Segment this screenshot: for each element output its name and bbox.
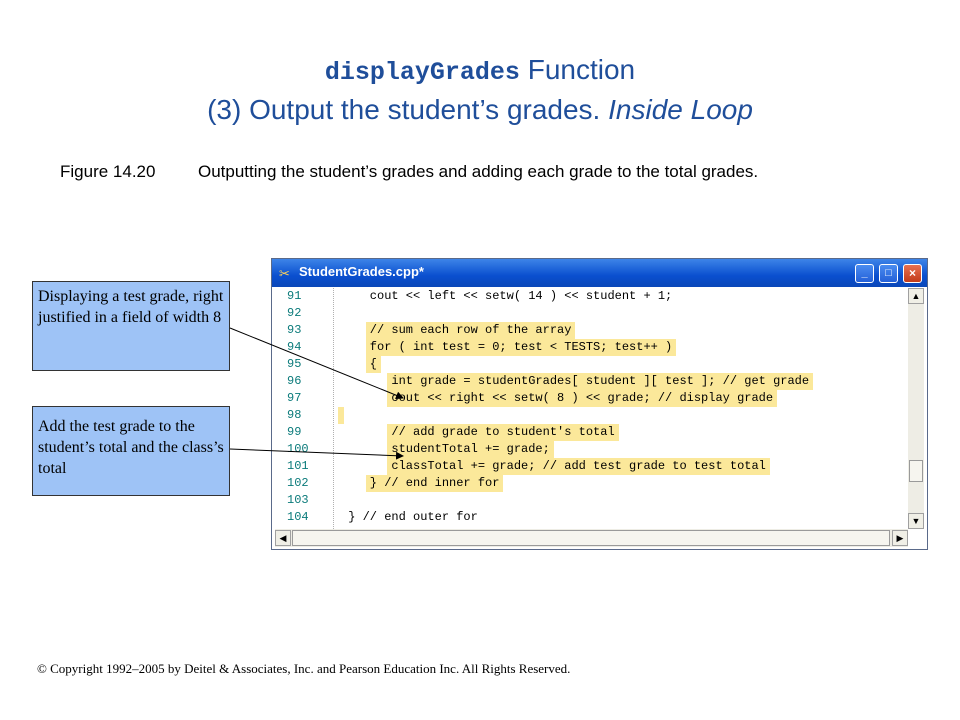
code-highlight (387, 458, 770, 475)
code-line[interactable]: 91 cout << left << setw( 14 ) << student… (275, 288, 908, 305)
line-number: 91 (287, 289, 302, 303)
code-line-text: // sum each row of the array (341, 323, 572, 337)
callout-add-grade: Add the test grade to the student’s tota… (32, 406, 230, 496)
code-line[interactable]: 103 (275, 492, 908, 509)
code-line-text: } // end inner for (341, 476, 500, 490)
code-editor[interactable]: 91 cout << left << setw( 14 ) << student… (275, 288, 908, 529)
minimize-button[interactable]: _ (855, 264, 874, 283)
code-line-text: } // end outer for (341, 510, 478, 524)
scroll-right-arrow-icon[interactable]: ▶ (892, 530, 908, 546)
code-line-text: for ( int test = 0; test < TESTS; test++… (341, 340, 673, 354)
vertical-scroll-thumb[interactable] (909, 460, 923, 482)
window-titlebar[interactable]: ✂ StudentGrades.cpp* _ □ × (272, 259, 927, 287)
line-number: 99 (287, 425, 302, 439)
code-line[interactable]: 98 (275, 407, 908, 424)
horizontal-scrollbar[interactable]: ◀ ▶ (275, 529, 908, 547)
slide-subtitle: (3) Output the student’s grades. Inside … (0, 94, 960, 126)
code-highlight (365, 339, 677, 356)
vertical-scrollbar[interactable]: ▲ ▼ (908, 288, 924, 529)
callout-display-grade: Displaying a test grade, right justified… (32, 281, 230, 371)
copyright-notice: © Copyright 1992–2005 by Deitel & Associ… (37, 661, 571, 676)
code-line[interactable]: 99 // add grade to student's total (275, 424, 908, 441)
editor-window: ✂ StudentGrades.cpp* _ □ × 91 cout << le… (271, 258, 928, 550)
line-number: 100 (287, 442, 309, 456)
code-highlight (365, 322, 576, 339)
code-line[interactable]: 94 for ( int test = 0; test < TESTS; tes… (275, 339, 908, 356)
line-number: 95 (287, 357, 302, 371)
code-line[interactable]: 101 classTotal += grade; // add test gra… (275, 458, 908, 475)
code-line[interactable]: 100 studentTotal += grade; (275, 441, 908, 458)
line-number: 102 (287, 476, 309, 490)
code-highlight (387, 441, 554, 458)
line-number: 98 (287, 408, 302, 422)
subtitle-emphasis: Inside Loop (608, 94, 753, 125)
line-number: 103 (287, 493, 309, 507)
code-highlight (387, 390, 777, 407)
horizontal-scroll-thumb[interactable] (292, 530, 890, 546)
line-number: 93 (287, 323, 302, 337)
code-highlight (338, 407, 344, 424)
code-line[interactable]: 96 int grade = studentGrades[ student ][… (275, 373, 908, 390)
line-number: 97 (287, 391, 302, 405)
code-line-text: cout << right << setw( 8 ) << grade; // … (341, 391, 774, 405)
code-line-text: // add grade to student's total (341, 425, 615, 439)
scroll-left-arrow-icon[interactable]: ◀ (275, 530, 291, 546)
scroll-up-arrow-icon[interactable]: ▲ (908, 288, 924, 304)
title-suffix: Function (519, 54, 636, 85)
close-button[interactable]: × (903, 264, 922, 283)
code-line[interactable]: 97 cout << right << setw( 8 ) << grade; … (275, 390, 908, 407)
subtitle-text: (3) Output the student’s grades. (207, 94, 609, 125)
line-number: 96 (287, 374, 302, 388)
code-highlight (387, 373, 813, 390)
scroll-down-arrow-icon[interactable]: ▼ (908, 513, 924, 529)
code-line-text: cout << left << setw( 14 ) << student + … (341, 289, 673, 303)
maximize-button[interactable]: □ (879, 264, 898, 283)
figure-caption: Figure 14.20 Outputting the student’s gra… (60, 158, 860, 186)
code-line-text: studentTotal += grade; (341, 442, 550, 456)
line-number: 94 (287, 340, 302, 354)
code-line[interactable]: 93 // sum each row of the array (275, 322, 908, 339)
code-line-text: classTotal += grade; // add test grade t… (341, 459, 766, 473)
code-line-text: int grade = studentGrades[ student ][ te… (341, 374, 810, 388)
code-line[interactable]: 95 { (275, 356, 908, 373)
app-icon: ✂ (279, 266, 290, 281)
line-number: 104 (287, 510, 309, 524)
code-line[interactable]: 104 } // end outer for (275, 509, 908, 526)
code-line[interactable]: 102 } // end inner for (275, 475, 908, 492)
title-function-name: displayGrades (324, 58, 520, 87)
figure-caption-text: Outputting the student’s grades and addi… (198, 162, 759, 181)
code-line-text: { (341, 357, 378, 371)
code-line[interactable]: 92 (275, 305, 908, 322)
code-highlight (387, 424, 619, 441)
slide-title: displayGrades Function (0, 54, 960, 87)
window-title: StudentGrades.cpp* (299, 264, 424, 279)
line-number: 92 (287, 306, 302, 320)
line-number: 101 (287, 459, 309, 473)
figure-label: Figure 14.20 (60, 162, 156, 181)
code-highlight (365, 475, 504, 492)
